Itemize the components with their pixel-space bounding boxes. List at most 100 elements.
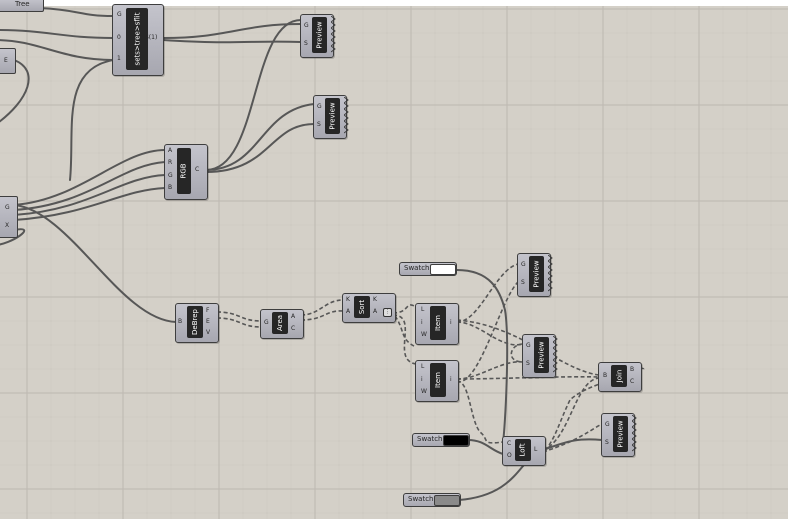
input-port-w[interactable]: W	[421, 388, 427, 395]
partial-component-gx[interactable]: G X	[0, 196, 18, 238]
input-port-w[interactable]: W	[421, 331, 427, 338]
wire-dashed[interactable]	[300, 299, 344, 316]
wire-dashed[interactable]	[456, 321, 524, 346]
input-port-a[interactable]: A	[346, 308, 351, 315]
input-port-g[interactable]: G	[264, 319, 269, 326]
input-port-s[interactable]: S	[521, 279, 525, 286]
wire-dashed[interactable]	[216, 311, 262, 322]
wire-dashed[interactable]	[542, 377, 600, 451]
input-port-g[interactable]: G	[168, 172, 173, 179]
wire[interactable]	[456, 269, 509, 443]
swatch-label: Swatch	[404, 264, 430, 272]
input-port-0[interactable]: 0	[117, 34, 121, 41]
input-port-s[interactable]: S	[304, 40, 308, 47]
tree-component-partial[interactable]: Tree	[0, 0, 44, 12]
output-port-b[interactable]: B	[630, 366, 635, 373]
input-port-c[interactable]: C	[507, 440, 512, 447]
output-port-k[interactable]: K	[373, 296, 377, 303]
swatch-white-component[interactable]: Swatch	[399, 262, 457, 276]
wire-dashed[interactable]	[456, 380, 504, 444]
output-port-e[interactable]: E	[206, 318, 210, 325]
preview-zigzag-edge	[632, 415, 637, 452]
swatch-gray-component[interactable]: Swatch	[403, 493, 461, 507]
wire[interactable]	[467, 439, 504, 455]
wire[interactable]	[13, 161, 166, 211]
output-port-a[interactable]: A	[373, 308, 378, 315]
output-port-l[interactable]: L	[534, 446, 538, 453]
swatch-color-field[interactable]	[434, 495, 460, 506]
input-port-1[interactable]: 1	[117, 55, 121, 62]
grip-icon: ⋮	[383, 308, 392, 317]
component-label: Preview	[325, 98, 340, 134]
wire[interactable]	[39, 7, 114, 17]
component-label: Preview	[613, 416, 628, 452]
input-port-s[interactable]: S	[317, 121, 321, 128]
wire[interactable]	[162, 39, 302, 44]
partial-component-e[interactable]: E	[0, 48, 16, 74]
swatch-label: Swatch	[417, 435, 443, 443]
output-port-c[interactable]: C	[630, 378, 635, 385]
wire[interactable]	[205, 103, 315, 171]
wire-dashed[interactable]	[392, 314, 417, 365]
wire-dashed[interactable]	[216, 317, 262, 328]
wire[interactable]	[13, 174, 166, 216]
wire[interactable]	[13, 187, 166, 221]
wire[interactable]	[0, 39, 114, 61]
input-port-l[interactable]: L	[421, 363, 425, 370]
input-port-i[interactable]: i	[421, 319, 423, 326]
preview-zigzag-edge	[344, 97, 349, 134]
output-port-c[interactable]: C	[291, 325, 296, 332]
wire-dashed[interactable]	[510, 343, 524, 363]
input-port-s[interactable]: S	[526, 360, 530, 367]
port-label: X	[5, 222, 10, 229]
wire-dashed[interactable]	[392, 304, 417, 314]
preview-zigzag-edge	[331, 16, 336, 53]
input-port-g[interactable]: G	[605, 421, 610, 428]
swatch-color-field[interactable]	[430, 264, 456, 275]
wire[interactable]	[0, 228, 25, 246]
output-port-v[interactable]: V	[206, 329, 211, 336]
wire-dashed[interactable]	[394, 315, 417, 348]
output-port-a[interactable]: A	[291, 313, 296, 320]
wire-dashed[interactable]	[300, 310, 344, 321]
input-port-g[interactable]: G	[317, 103, 322, 110]
input-port-g[interactable]: G	[521, 261, 526, 268]
wire[interactable]	[205, 19, 302, 171]
canvas-top-edge	[0, 0, 788, 6]
output-port-i[interactable]: i	[450, 319, 452, 326]
wire[interactable]	[205, 123, 315, 173]
component-label: Preview	[534, 337, 549, 373]
wire-dashed[interactable]	[542, 423, 603, 453]
input-port-k[interactable]: K	[346, 296, 350, 303]
output-port-i[interactable]: i	[450, 376, 452, 383]
input-port-a[interactable]: A	[168, 147, 173, 154]
component-label: Sort	[354, 296, 370, 318]
input-port-b[interactable]: B	[168, 184, 173, 191]
input-port-s[interactable]: S	[605, 439, 609, 446]
wire[interactable]	[69, 59, 114, 181]
wire-dashed[interactable]	[456, 263, 519, 323]
wire[interactable]	[0, 29, 114, 39]
input-port-i[interactable]: i	[421, 376, 423, 383]
input-port-g[interactable]: G	[304, 22, 309, 29]
output-port-f[interactable]: F	[206, 307, 210, 314]
wire-dashed[interactable]	[456, 361, 524, 380]
wire[interactable]	[13, 204, 177, 323]
wire[interactable]	[162, 23, 302, 39]
input-port-l[interactable]: L	[421, 306, 425, 313]
output-port-c[interactable]: C	[195, 166, 200, 173]
canvas-grid	[0, 6, 788, 519]
wire[interactable]	[13, 149, 166, 206]
swatch-black-component[interactable]: Swatch	[412, 433, 470, 447]
swatch-color-field[interactable]	[443, 435, 469, 446]
wire[interactable]	[0, 59, 30, 125]
input-port-r[interactable]: R	[168, 159, 173, 166]
input-port-g[interactable]: G	[117, 11, 122, 18]
input-port-o[interactable]: O	[507, 452, 512, 459]
input-port-b[interactable]: B	[178, 318, 183, 325]
wire-dashed[interactable]	[456, 281, 519, 383]
input-port-b[interactable]: B	[603, 372, 608, 379]
output-port-s[interactable]: S(1)	[145, 34, 158, 41]
input-port-g[interactable]: G	[526, 342, 531, 349]
